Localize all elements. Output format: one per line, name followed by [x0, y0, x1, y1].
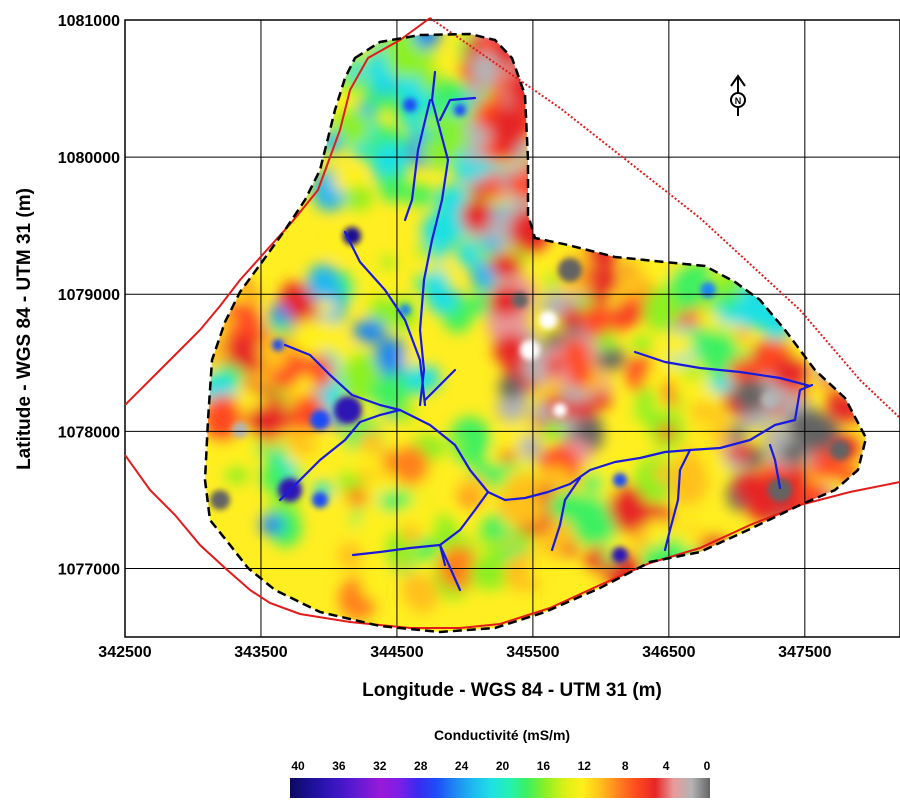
legend-label: 28 — [414, 759, 428, 773]
north-arrow-letter: N — [735, 96, 742, 106]
map-frame — [124, 19, 900, 638]
legend-title: Conductivité (mS/m) — [434, 727, 570, 743]
stream-line — [663, 448, 692, 552]
stream-line — [550, 476, 582, 552]
x-tick-label: 343500 — [234, 644, 287, 661]
x-tick-label: 342500 — [98, 644, 151, 661]
stream-line — [351, 543, 462, 592]
legend-label: 32 — [373, 759, 387, 773]
stream-line — [438, 543, 447, 567]
legend-color-bar — [290, 778, 710, 798]
stream-line — [418, 70, 450, 407]
stream-line — [438, 96, 477, 122]
legend-label: 4 — [663, 759, 670, 773]
legend-label: 8 — [622, 759, 629, 773]
stream-line — [403, 98, 432, 222]
stream-line — [633, 350, 812, 388]
y-tick-label: 1078000 — [58, 424, 120, 441]
north-arrow-icon: N — [730, 74, 746, 116]
stream-network — [278, 70, 814, 592]
legend-label: 24 — [455, 759, 469, 773]
x-tick-labels: 342500 343500 344500 345500 346500 347500 — [98, 644, 831, 661]
y-tick-labels: 1077000 1078000 1079000 1080000 1081000 — [58, 13, 120, 578]
stream-line — [278, 408, 402, 502]
x-tick-label: 346500 — [642, 644, 695, 661]
legend-label: 12 — [578, 759, 592, 773]
stream-line — [343, 230, 427, 407]
x-tick-label: 345500 — [506, 644, 559, 661]
y-tick-label: 1077000 — [58, 561, 120, 578]
survey-boundary — [203, 32, 868, 634]
x-tick-label: 344500 — [370, 644, 423, 661]
stream-line — [568, 383, 814, 486]
stream-line — [283, 343, 402, 412]
stream-line — [768, 443, 782, 490]
legend-label: 16 — [537, 759, 551, 773]
legend-label: 20 — [496, 759, 510, 773]
legend-label: 40 — [291, 759, 305, 773]
stream-line — [423, 368, 457, 402]
y-tick-label: 1081000 — [58, 13, 120, 30]
legend-label: 36 — [332, 759, 346, 773]
watershed-boundary-dotted — [429, 17, 900, 419]
x-axis-label: Longitude - WGS 84 - UTM 31 (m) — [362, 680, 662, 701]
y-tick-label: 1079000 — [58, 287, 120, 304]
legend-label: 0 — [704, 759, 711, 773]
y-axis-label: Latitude - WGS 84 - UTM 31 (m) — [14, 188, 35, 470]
conductivity-raster — [205, 34, 866, 632]
y-tick-label: 1080000 — [58, 150, 120, 167]
stream-line — [438, 490, 490, 547]
x-tick-label: 347500 — [778, 644, 831, 661]
